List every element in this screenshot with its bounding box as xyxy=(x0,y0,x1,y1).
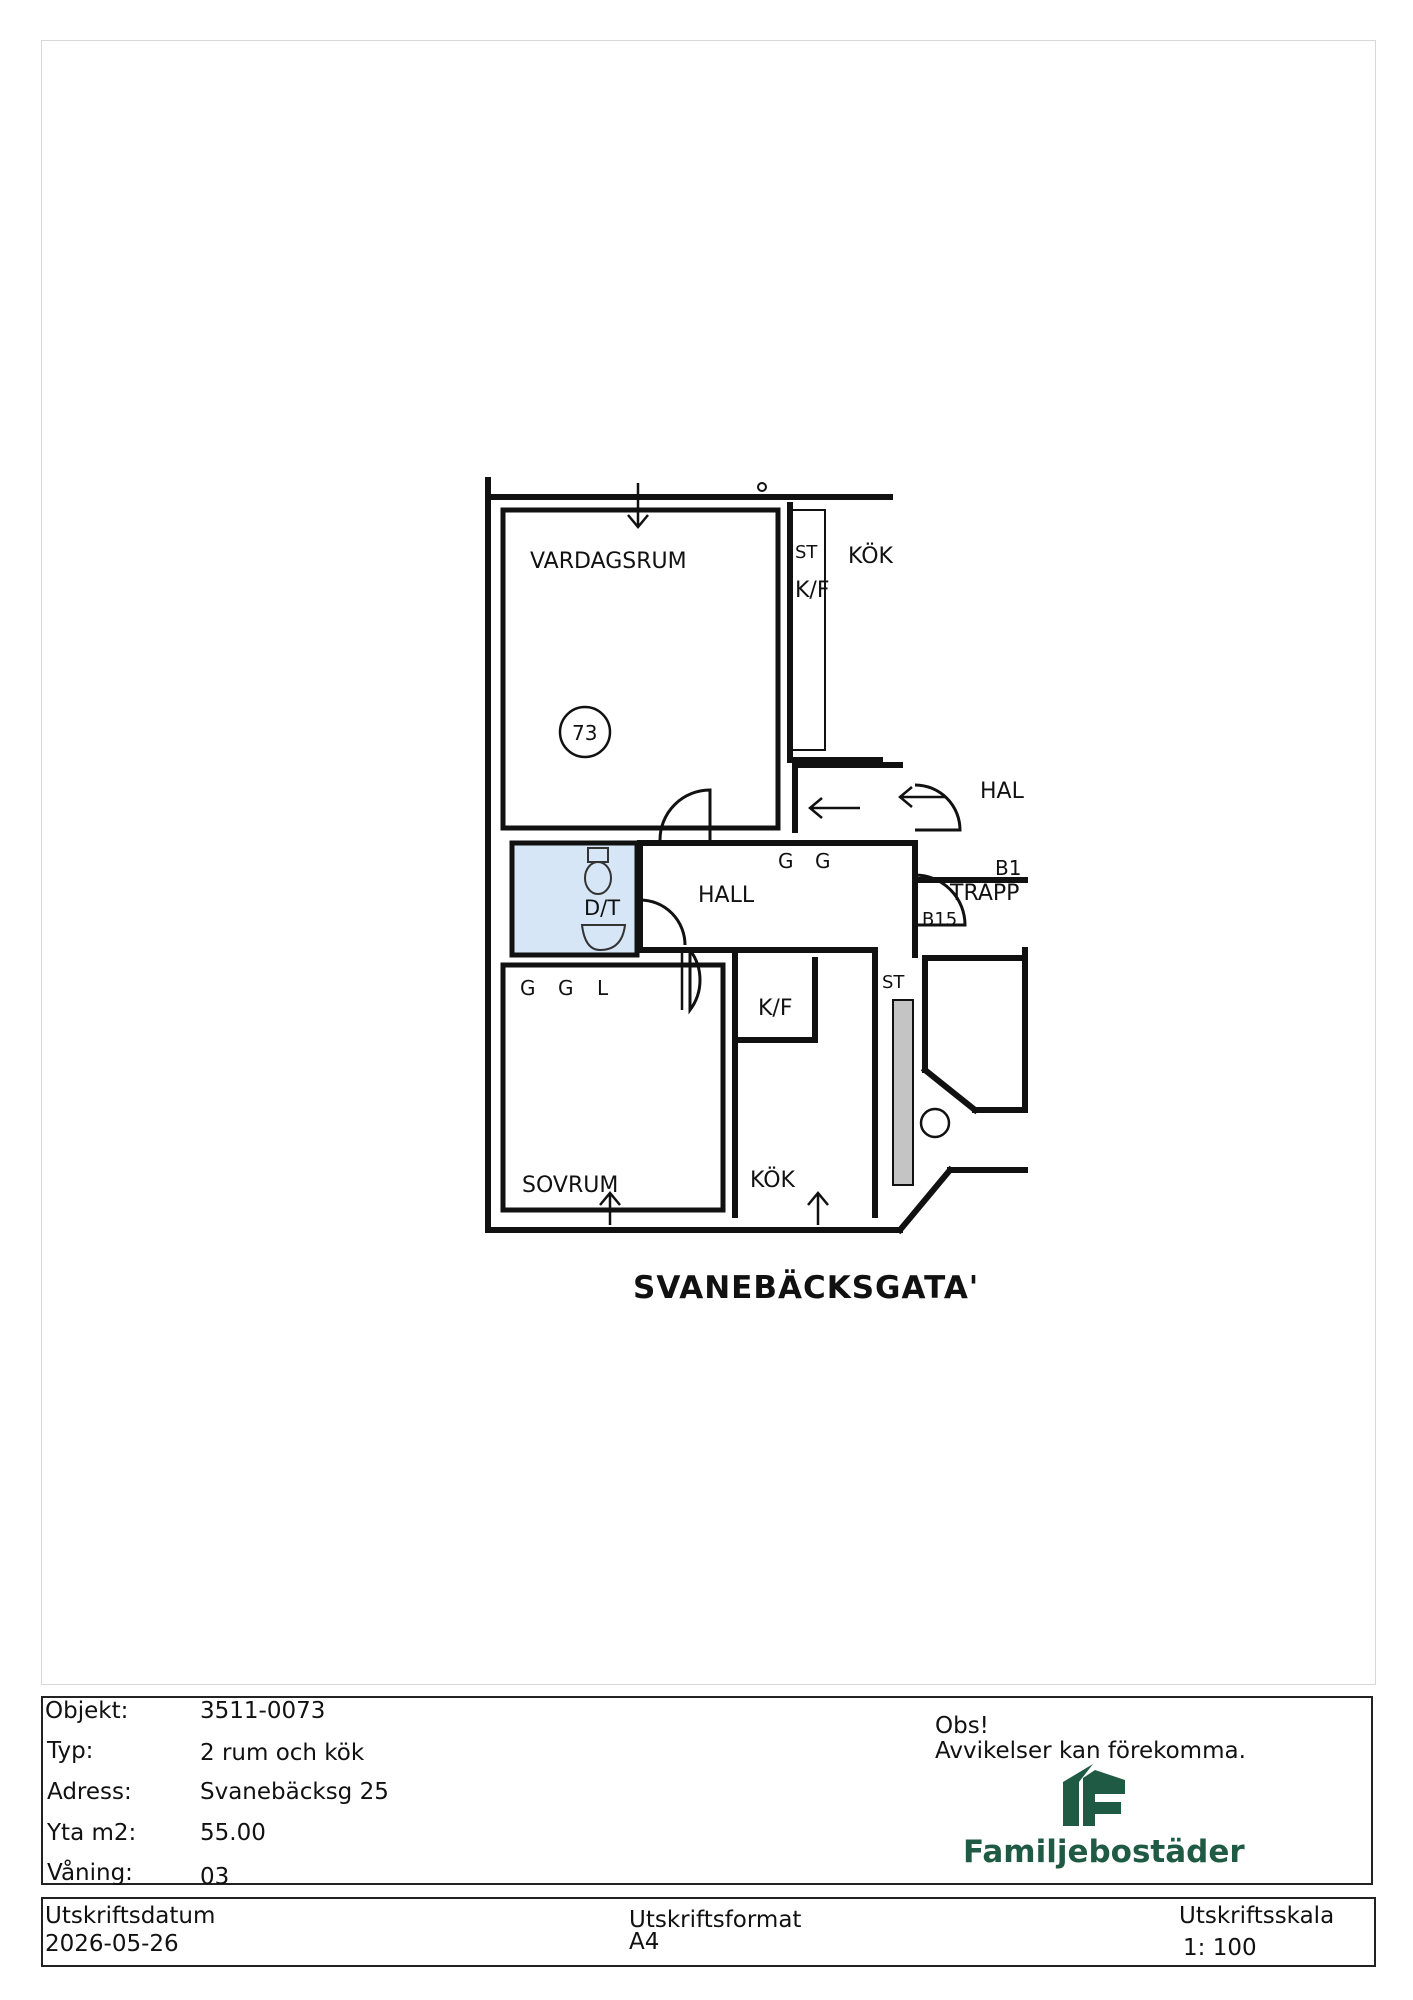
room-kok-bottom: KÖK xyxy=(750,1167,796,1193)
objekt-value: 3511-0073 xyxy=(200,1698,326,1724)
label-g3: G xyxy=(520,976,536,1000)
room-kok-top: KÖK xyxy=(848,543,894,569)
utskriftsformat-label: Utskriftsformat xyxy=(629,1907,802,1933)
label-st-top: ST xyxy=(795,542,818,563)
street-name: SVANEBÄCKSGATA' xyxy=(633,1270,979,1306)
yta-value: 55.00 xyxy=(200,1820,266,1846)
adress-label: Adress: xyxy=(47,1779,132,1805)
room-vardagsrum: VARDAGSRUM xyxy=(530,549,687,574)
label-kf-top: K/F xyxy=(795,578,830,603)
label-b1: B1 xyxy=(995,856,1021,880)
utskriftsdatum-label: Utskriftsdatum xyxy=(45,1903,216,1929)
label-g1: G xyxy=(778,849,794,873)
typ-label: Typ: xyxy=(47,1738,94,1764)
obs-title: Obs! xyxy=(935,1713,989,1739)
label-g4: G xyxy=(558,976,574,1000)
objekt-label: Objekt: xyxy=(45,1698,129,1724)
yta-label: Yta m2: xyxy=(47,1820,137,1846)
disclaimer: Obs! Avvikelser kan förekomma. xyxy=(935,1714,1246,1764)
room-trapp: TRAPP xyxy=(949,881,1019,906)
object-info-box: Objekt: 3511-0073 Typ: 2 rum och kök Adr… xyxy=(41,1696,1373,1889)
floor-plan: VARDAGSRUM KÖK ST K/F HAL HALL D/T G G G… xyxy=(485,477,1028,1306)
vaning-label: Våning: xyxy=(47,1860,133,1886)
apartment-number: 73 xyxy=(572,721,597,745)
utskriftsformat-value: A4 xyxy=(629,1929,660,1955)
room-hal: HAL xyxy=(980,779,1025,804)
utskriftsskala-value: 1: 100 xyxy=(1183,1935,1257,1961)
brand-name: Familjebostäder xyxy=(963,1834,1245,1870)
utskriftsskala-label: Utskriftsskala xyxy=(1179,1903,1335,1929)
utskriftsdatum-value: 2026-05-26 xyxy=(45,1931,179,1957)
familjebostader-logo: Familjebostäder xyxy=(963,1764,1245,1876)
label-l: L xyxy=(597,976,609,1000)
drawing-frame xyxy=(41,40,1376,1685)
label-g2: G xyxy=(815,849,831,873)
adress-value: Svanebäcksg 25 xyxy=(200,1779,389,1805)
label-b15: B15 xyxy=(922,909,957,930)
vaning-value: 03 xyxy=(200,1864,230,1890)
house-logo-icon xyxy=(1063,1764,1125,1826)
room-sovrum: SOVRUM xyxy=(522,1173,618,1198)
room-dt: D/T xyxy=(584,896,620,920)
typ-value: 2 rum och kök xyxy=(200,1740,365,1766)
label-kf-bottom: K/F xyxy=(758,996,793,1021)
obs-text: Avvikelser kan förekomma. xyxy=(935,1738,1246,1764)
room-hall: HALL xyxy=(698,883,755,908)
print-info-box: Utskriftsdatum 2026-05-26 Utskriftsforma… xyxy=(41,1897,1376,1967)
label-st-bottom: ST xyxy=(882,972,905,993)
